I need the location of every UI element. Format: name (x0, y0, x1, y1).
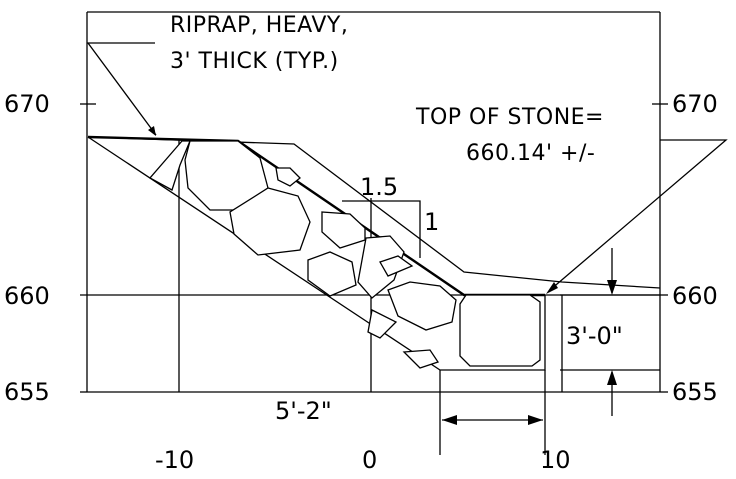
top-of-stone-label-line2: 660.14' +/- (466, 141, 595, 166)
riprap-label-line2: 3' THICK (TYP.) (170, 49, 339, 74)
elevation-label-right-660: 660 (672, 282, 718, 310)
drawing-frame (86, 11, 661, 393)
bottom-width-label: 5'-2" (275, 397, 332, 425)
left-elevation-labels: 670 660 655 (4, 90, 50, 406)
riprap-rocks (148, 140, 541, 369)
rock-shape (387, 281, 457, 331)
right-elevation-labels: 670 660 655 (672, 90, 718, 406)
station-labels: -10 0 10 (155, 446, 571, 474)
bottom-width-dimension: 5'-2" (275, 397, 543, 425)
elevation-label-left-670: 670 (4, 90, 50, 118)
riprap-label-line1: RIPRAP, HEAVY, (170, 13, 348, 38)
station-label-0: 0 (362, 446, 377, 474)
elevation-label-right-655: 655 (672, 378, 718, 406)
slope-indicator: 1.5 1 (342, 173, 439, 258)
rock-shape (402, 349, 440, 369)
top-of-stone-label-line1: TOP OF STONE= (415, 105, 604, 130)
station-label-10: 10 (540, 446, 571, 474)
thickness-dimension-label: 3'-0" (566, 322, 623, 350)
rock-shape (379, 255, 414, 277)
rock-shape (275, 167, 301, 187)
rock-shape (321, 211, 366, 249)
rock-shape (367, 309, 398, 339)
slope-rise-label: 1 (424, 208, 439, 236)
elevation-label-left-660: 660 (4, 282, 50, 310)
slope-run-label: 1.5 (360, 173, 398, 201)
station-label-neg10: -10 (155, 446, 194, 474)
riprap-callout: RIPRAP, HEAVY, 3' THICK (TYP.) (86, 13, 348, 136)
top-of-stone-callout: TOP OF STONE= 660.14' +/- (415, 105, 728, 294)
rock-shape (229, 187, 311, 256)
elevation-label-left-655: 655 (4, 378, 50, 406)
elevation-label-right-670: 670 (672, 90, 718, 118)
thickness-dimension: 3'-0" (560, 248, 660, 416)
rock-shape (148, 140, 191, 191)
rock-shape (459, 294, 541, 367)
rock-shape (307, 251, 357, 297)
rock-shape (357, 235, 405, 299)
